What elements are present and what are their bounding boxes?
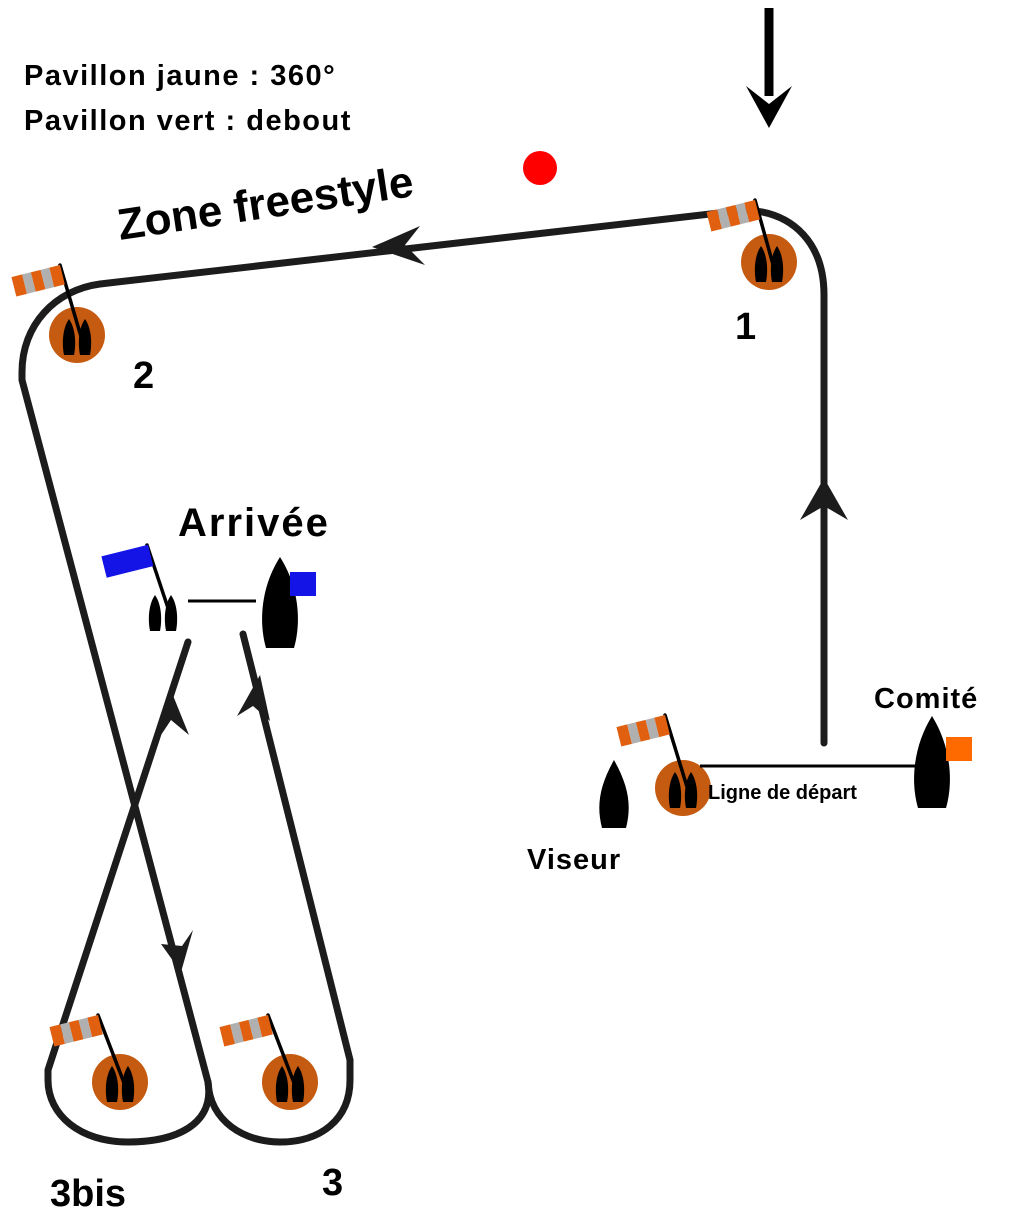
wind-arrow-icon bbox=[746, 8, 792, 128]
mark-3-label: 3 bbox=[322, 1162, 343, 1204]
mark-3bis-label: 3bis bbox=[50, 1173, 126, 1212]
finish-flag-boat bbox=[101, 543, 178, 631]
legend-yellow-flag: Pavillon jaune : 360° bbox=[24, 60, 336, 92]
finish-label: Arrivée bbox=[178, 501, 330, 545]
finish-flag-icon bbox=[101, 544, 154, 578]
mark-1-buoy bbox=[706, 198, 797, 290]
finish-committee-boat bbox=[262, 557, 316, 648]
course-3-loop bbox=[204, 630, 354, 1146]
mark-2-buoy bbox=[11, 263, 105, 363]
mark-3-buoy bbox=[219, 1013, 318, 1110]
direction-arrow-up-3bis-icon bbox=[161, 688, 189, 735]
sighter-label: Viseur bbox=[527, 844, 621, 876]
mark-3bis-buoy bbox=[49, 1013, 148, 1110]
zone-freestyle-label: Zone freestyle bbox=[114, 157, 416, 250]
mark-1-label: 1 bbox=[735, 306, 756, 348]
sighter-boat bbox=[599, 760, 629, 828]
direction-arrow-left-icon bbox=[372, 226, 425, 265]
committee-label: Comité bbox=[874, 683, 978, 715]
start-line-label: Ligne de départ bbox=[708, 782, 857, 804]
committee-boat bbox=[914, 716, 972, 808]
direction-arrow-down-icon bbox=[161, 930, 193, 972]
course-main-path bbox=[18, 206, 828, 1086]
mark-2-label: 2 bbox=[133, 355, 154, 397]
direction-arrow-up-3-icon bbox=[237, 675, 270, 721]
finish-committee-flag-icon bbox=[290, 572, 316, 596]
direction-arrow-up-icon bbox=[800, 478, 848, 520]
start-pin-buoy bbox=[616, 713, 711, 816]
legend-green-flag: Pavillon vert : debout bbox=[24, 105, 352, 137]
committee-flag-icon bbox=[946, 737, 972, 761]
course-3bis-loop bbox=[44, 638, 213, 1146]
red-marker-dot bbox=[523, 151, 557, 185]
